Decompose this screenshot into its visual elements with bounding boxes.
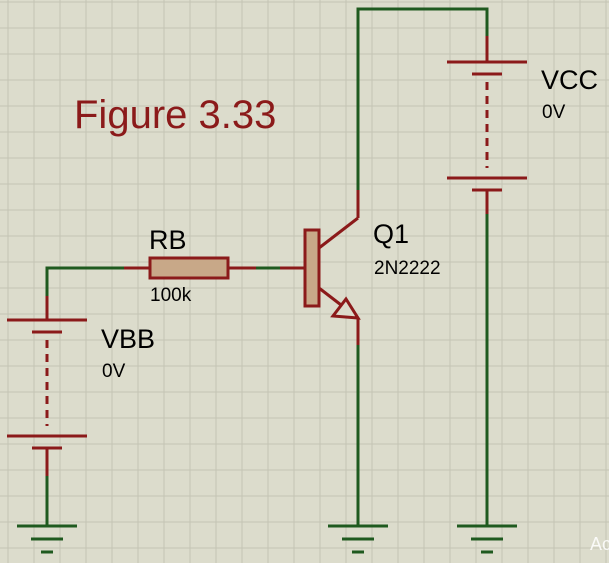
ground-symbol-vcc xyxy=(457,524,517,554)
vbb-value-label: 0V xyxy=(102,361,126,382)
rb-name-label: RB xyxy=(149,225,187,255)
resistor-rb-body xyxy=(148,256,230,280)
resistor-rb xyxy=(124,256,256,280)
battery-vcc xyxy=(447,36,527,214)
wire-base-to-rb xyxy=(45,266,152,298)
vbb-name-label: VBB xyxy=(101,324,155,354)
transistor-q1-collector-lead xyxy=(318,216,359,250)
q1-name-label: Q1 xyxy=(373,219,409,249)
transistor-q1-emitter-arrow xyxy=(330,296,361,320)
watermark-text: Ac xyxy=(590,534,609,554)
wire-collector-to-vcc xyxy=(356,7,489,192)
q1-value-label: 2N2222 xyxy=(374,258,441,279)
ground-symbol-vbb xyxy=(17,524,77,554)
vcc-name-label: VCC xyxy=(541,65,598,95)
figure-title: Figure 3.33 xyxy=(74,93,276,137)
wires xyxy=(45,7,489,526)
rb-value-label: 100k xyxy=(150,285,192,306)
vcc-value-label: 0V xyxy=(542,102,566,123)
transistor-q1 xyxy=(280,190,361,345)
ground-symbol-emitter xyxy=(328,524,388,554)
transistor-q1-base-bar xyxy=(303,228,321,308)
battery-vbb xyxy=(7,296,87,476)
